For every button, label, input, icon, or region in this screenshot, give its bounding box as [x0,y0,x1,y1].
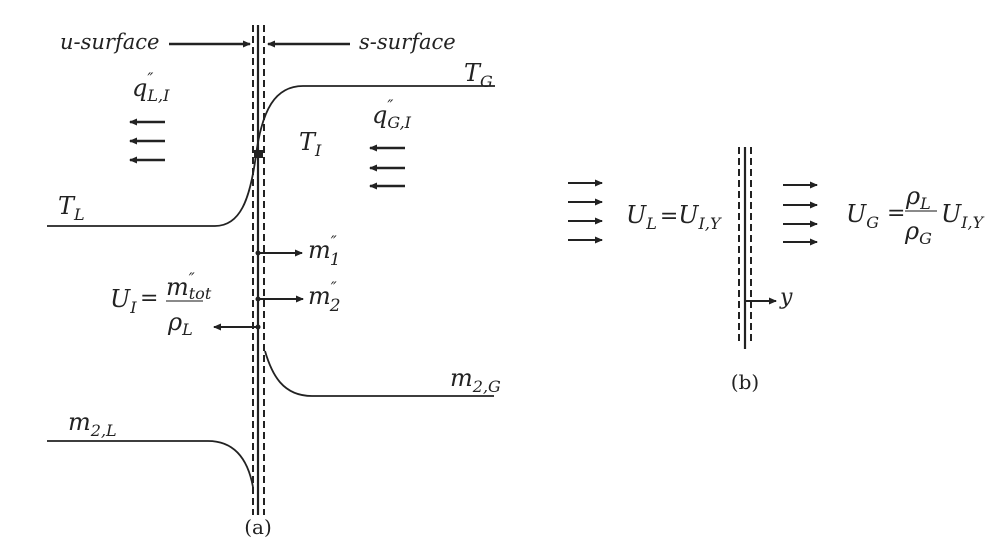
svg-text:ρL: ρL [905,182,931,213]
liquid-mass-fraction-profile [47,440,254,488]
caption-b: (b) [731,370,759,394]
label-q-GI: q″G,I [372,96,412,132]
gas-mass-fraction-profile [264,350,494,397]
liquid-heat-flux-arrows [129,118,165,164]
svg-text:m″tot: m″tot [166,269,212,303]
label-T-G: TG [464,59,493,91]
label-q-LI: q″L,I [132,69,170,105]
panel-b: UL=UI,Y UG = ρL ρG UI,Y y (b) [568,147,985,394]
svg-text:ρG: ρG [904,217,932,248]
svg-text:UI: UI [110,285,137,317]
svg-text:UG: UG [846,200,879,232]
svg-text:ρL: ρL [167,308,193,339]
interface-temperature-marker [254,150,263,158]
u-surface-label: u-surface [60,30,159,54]
liquid-velocity-formula: UL=UI,Y [626,201,722,233]
gas-heat-flux-arrows [369,144,405,190]
caption-a: (a) [244,515,272,539]
y-axis-label: y [779,285,793,310]
label-m-2L: m2,L [68,408,117,440]
svg-text:UI,Y: UI,Y [941,200,985,232]
label-T-L: TL [58,192,85,224]
panel-a: u-surface s-surface TG TL TI q″L,I q″G,I… [47,25,501,539]
label-T-I: TI [299,128,322,160]
interface-velocity-formula: UI = m″tot ρL [110,269,212,339]
liquid-velocity-arrows [568,179,603,244]
s-surface-label: s-surface [359,30,456,54]
label-m1: m″1 [308,232,341,270]
svg-text:=: = [887,201,905,226]
label-m-2G: m2,G [450,364,501,396]
gas-velocity-arrows [783,181,818,246]
label-m2: m″2 [308,278,341,316]
svg-text:=: = [140,286,158,311]
temperature-profile [47,85,495,227]
gas-velocity-formula: UG = ρL ρG UI,Y [846,182,985,248]
